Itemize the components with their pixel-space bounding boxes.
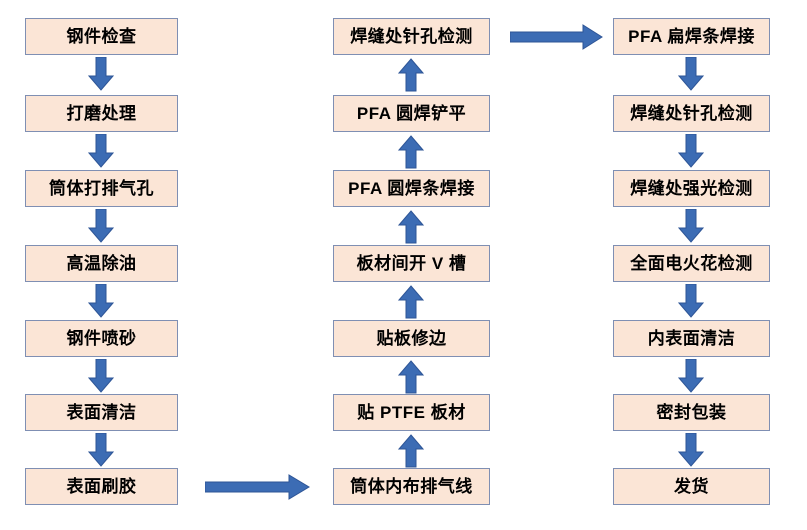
arrow-down-col3-5 [678, 359, 704, 393]
node-col3-7[interactable]: 发货 [613, 468, 770, 505]
arrow-up-col2-1 [398, 58, 424, 92]
arrow-up-col2-2 [398, 135, 424, 169]
arrow-up-col2-3 [398, 210, 424, 244]
arrow-down-col1-1 [88, 57, 114, 91]
arrow-down-col1-4 [88, 284, 114, 318]
node-col1-2[interactable]: 打磨处理 [25, 95, 178, 132]
node-col2-3[interactable]: PFA 圆焊条焊接 [333, 170, 490, 207]
arrow-down-col1-6 [88, 433, 114, 467]
arrow-down-col3-1 [678, 57, 704, 91]
node-col1-6[interactable]: 表面清洁 [25, 394, 178, 431]
node-col2-7[interactable]: 筒体内布排气线 [333, 468, 490, 505]
node-col2-1[interactable]: 焊缝处针孔检测 [333, 18, 490, 55]
arrow-col2-to-col3 [510, 24, 603, 50]
node-col2-4[interactable]: 板材间开 V 槽 [333, 245, 490, 282]
node-col3-1[interactable]: PFA 扁焊条焊接 [613, 18, 770, 55]
node-col3-6[interactable]: 密封包装 [613, 394, 770, 431]
node-col3-4[interactable]: 全面电火花检测 [613, 245, 770, 282]
arrow-down-col1-2 [88, 134, 114, 168]
node-col3-5[interactable]: 内表面清洁 [613, 320, 770, 357]
arrow-down-col3-2 [678, 134, 704, 168]
arrow-up-col2-4 [398, 285, 424, 319]
arrow-down-col1-5 [88, 359, 114, 393]
node-col1-3[interactable]: 筒体打排气孔 [25, 170, 178, 207]
node-col2-5[interactable]: 贴板修边 [333, 320, 490, 357]
node-col3-2[interactable]: 焊缝处针孔检测 [613, 95, 770, 132]
arrow-up-col2-6 [398, 434, 424, 468]
node-col1-4[interactable]: 高温除油 [25, 245, 178, 282]
arrow-col1-to-col2 [205, 474, 310, 500]
node-col3-3[interactable]: 焊缝处强光检测 [613, 170, 770, 207]
node-col2-2[interactable]: PFA 圆焊铲平 [333, 95, 490, 132]
node-col1-1[interactable]: 钢件检查 [25, 18, 178, 55]
arrow-up-col2-5 [398, 360, 424, 394]
arrow-down-col3-3 [678, 209, 704, 243]
arrow-down-col3-6 [678, 433, 704, 467]
node-col2-6[interactable]: 贴 PTFE 板材 [333, 394, 490, 431]
node-col1-7[interactable]: 表面刷胶 [25, 468, 178, 505]
node-col1-5[interactable]: 钢件喷砂 [25, 320, 178, 357]
arrow-down-col3-4 [678, 284, 704, 318]
arrow-down-col1-3 [88, 209, 114, 243]
